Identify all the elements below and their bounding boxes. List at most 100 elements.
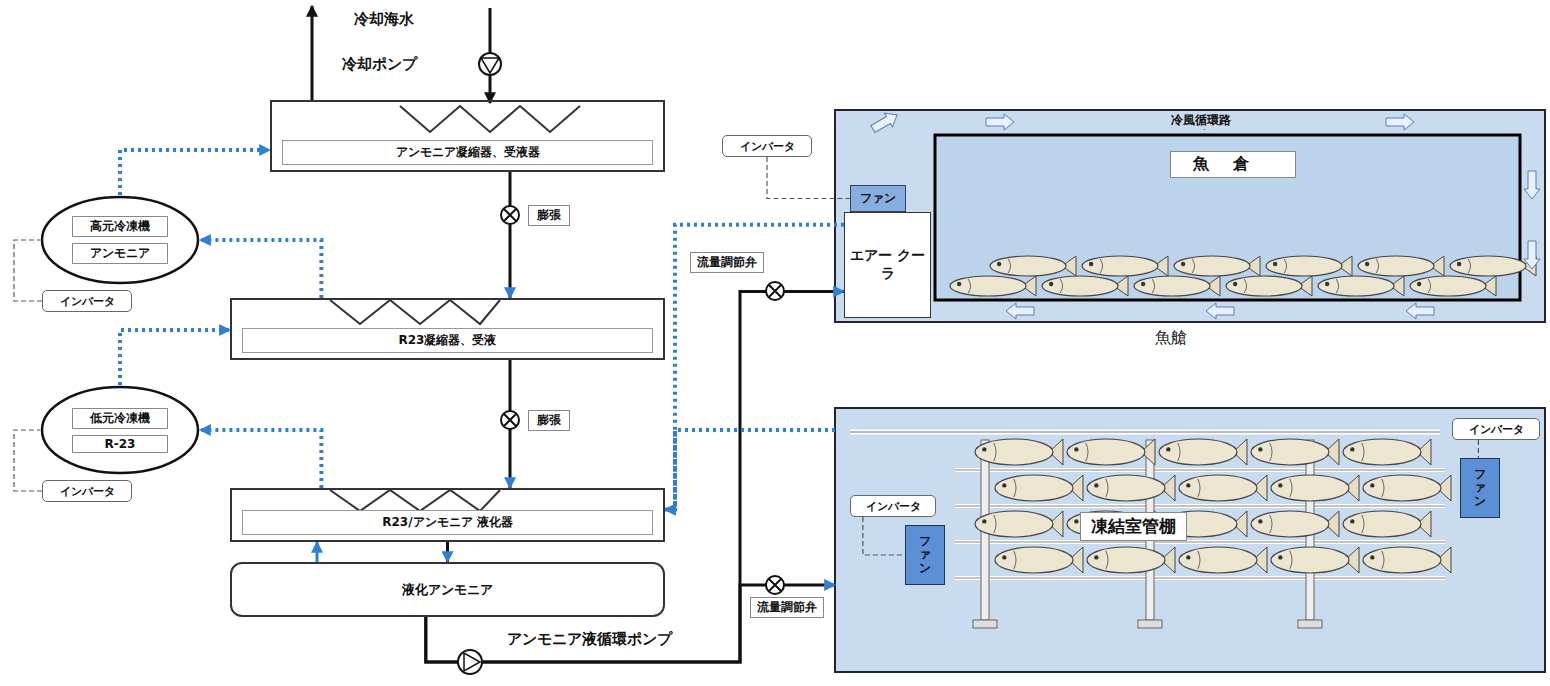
hold-inner-fill — [935, 135, 1520, 300]
fish-hold-text: 冷風循環路 — [1165, 112, 1237, 129]
liquefier-box: R23/アンモニア 液化器 — [230, 488, 665, 542]
fish — [1363, 475, 1451, 501]
fish — [1410, 276, 1496, 296]
valve-label: 膨張 — [528, 205, 570, 226]
fish — [1271, 547, 1359, 573]
connector — [200, 430, 321, 488]
compressor-circle-text: アンモニア — [72, 243, 168, 264]
inverter-box-text: インバータ — [740, 139, 795, 154]
inverter-box: インバータ — [850, 495, 936, 517]
pump-symbol — [479, 53, 501, 75]
inverter-box-text: インバータ — [60, 484, 115, 499]
fish — [1087, 475, 1175, 501]
connector — [863, 517, 905, 555]
flow-label: 冷却海水 — [352, 10, 416, 29]
compressor-circle-text: 高元冷凍機 — [72, 216, 168, 237]
connector — [1478, 440, 1479, 458]
coil — [330, 106, 580, 511]
fish — [1251, 439, 1339, 465]
fish — [1343, 439, 1431, 465]
fan-text: ファン — [919, 535, 931, 575]
valve-label: 流量調節弁 — [690, 252, 764, 273]
fish — [1318, 276, 1404, 296]
connector — [509, 172, 512, 298]
fish — [1174, 256, 1260, 276]
connector — [665, 225, 844, 510]
freezer-fill — [835, 408, 1545, 672]
connector — [665, 430, 835, 510]
fish — [1358, 256, 1444, 276]
fish — [1179, 547, 1267, 573]
valve-label: 流量調節弁 — [750, 597, 824, 618]
fish — [995, 547, 1083, 573]
pipe — [850, 430, 1440, 435]
shelf-pipes — [955, 440, 1445, 628]
liquefier-box-text: R23/アンモニア 液化器 — [242, 510, 653, 535]
receiver-tank-text: 液化アンモニア — [402, 581, 493, 599]
fan: ファン — [905, 525, 945, 585]
compressor-circle: 低元冷凍機 R-23 — [40, 385, 200, 475]
compressor-circle: 高元冷凍機アンモニア — [40, 195, 200, 285]
fish-hold: 冷風循環路魚艙エアー クーラファン魚倉 — [835, 110, 1545, 322]
fish — [1266, 256, 1352, 276]
fish — [950, 276, 1036, 296]
compressor-circle-text: R-23 — [72, 435, 168, 453]
inverter-box-text: インバータ — [1469, 422, 1524, 437]
fish — [950, 256, 1536, 573]
fish — [1251, 511, 1339, 537]
fish — [1343, 511, 1431, 537]
circle-outline — [40, 385, 200, 475]
valve-symbol — [501, 206, 784, 594]
fish — [1271, 475, 1359, 501]
fan: ファン — [850, 185, 906, 212]
condenser-box: R23凝縮器、受液 — [230, 298, 665, 360]
pump-label: 冷却ポンプ — [340, 55, 419, 74]
fish-hold-text: 魚艙 — [1155, 328, 1187, 349]
condenser-box-text: R23凝縮器、受液 — [242, 328, 653, 353]
fish — [995, 475, 1083, 501]
inverter-box-text: インバータ — [60, 294, 115, 309]
inverter-box: インバータ — [42, 290, 132, 312]
fish — [1042, 276, 1128, 296]
fish — [1067, 439, 1155, 465]
pump-symbol — [458, 650, 482, 674]
fish — [975, 511, 1063, 537]
pipe — [850, 432, 1440, 433]
connector — [14, 430, 42, 491]
receiver-tank: 液化アンモニア — [230, 562, 665, 617]
fish — [975, 439, 1063, 465]
pump-label: アンモニア液循環ポンプ — [505, 630, 674, 649]
connector — [120, 150, 270, 195]
freezer-room-text: 凍結室管棚 — [1080, 512, 1187, 541]
air-cooler-text: エアー クーラ — [849, 247, 926, 283]
fish-hold-inner: 魚倉 — [935, 135, 1520, 300]
fish — [1226, 276, 1312, 296]
air-flow-arrows — [869, 108, 1540, 319]
fish — [1179, 475, 1267, 501]
freezer-room: 凍結室管棚ファンファンインバータインバータ — [835, 408, 1545, 672]
circle-outline — [40, 195, 200, 285]
connector — [200, 240, 321, 298]
fish — [1159, 439, 1247, 465]
connector — [316, 542, 319, 562]
condenser-box: アンモニア凝縮器、受液器 — [270, 100, 665, 172]
connector — [14, 240, 42, 301]
connector — [120, 330, 230, 385]
fan: ファン — [1460, 458, 1500, 518]
inverter-box: インバータ — [42, 480, 132, 502]
compressor-circle-text: 低元冷凍機 — [72, 408, 168, 429]
fish — [1363, 547, 1451, 573]
hold-fill — [835, 110, 1545, 322]
fish-hold-inner-text: 魚倉 — [1170, 151, 1296, 178]
connector — [767, 157, 850, 199]
fish — [990, 256, 1076, 276]
fish — [1082, 256, 1168, 276]
fan-text: ファン — [1474, 468, 1486, 508]
air-cooler: エアー クーラ — [844, 212, 931, 318]
fish — [1087, 547, 1175, 573]
inverter-box: インバータ — [1452, 418, 1540, 440]
condenser-box-text: アンモニア凝縮器、受液器 — [282, 140, 653, 165]
fish — [1134, 276, 1220, 296]
connector — [446, 542, 449, 562]
valve-label: 膨張 — [528, 410, 570, 431]
